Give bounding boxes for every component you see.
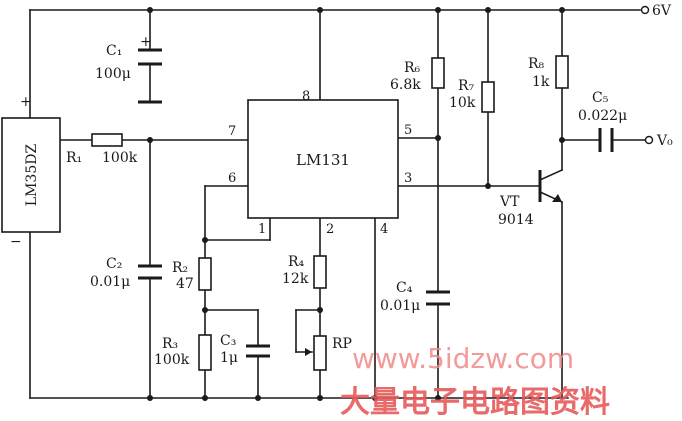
capacitor-c5: C₅ 0.022μ xyxy=(578,90,627,152)
junction-dots xyxy=(147,7,565,401)
r6-value: 6.8k xyxy=(390,77,421,93)
pin-4: 4 xyxy=(380,222,388,237)
resistor-r6: R₆ 6.8k xyxy=(390,57,445,93)
r2-value: 47 xyxy=(176,276,194,292)
r1-name: R₁ xyxy=(66,150,82,166)
r8-name: R₈ xyxy=(528,56,545,72)
capacitor-c3: C₃ 1μ xyxy=(220,333,270,366)
c3-value: 1μ xyxy=(220,350,238,366)
resistor-r4: R₄ 12k xyxy=(282,254,327,289)
resistor-r1: R₁ 100k xyxy=(66,133,138,166)
c4-name: C₄ xyxy=(396,280,413,296)
r3-value: 100k xyxy=(154,352,190,368)
pin-5: 5 xyxy=(404,123,412,138)
r7-name: R₇ xyxy=(458,78,475,94)
output-terminal: V₀ xyxy=(644,133,673,149)
c1-name: C₁ xyxy=(106,43,122,59)
pin-3: 3 xyxy=(404,171,412,186)
pin-6: 6 xyxy=(228,171,236,186)
c2-value: 0.01μ xyxy=(90,274,130,290)
resistor-r3: R₃ 100k xyxy=(154,334,212,371)
sensor-label: LM35DZ xyxy=(24,144,40,207)
capacitor-c2: C₂ 0.01μ xyxy=(90,256,162,290)
c1-polarity: + xyxy=(140,34,152,50)
supply-label: 6V xyxy=(652,3,672,19)
c5-name: C₅ xyxy=(592,90,609,106)
supply-terminal: 6V xyxy=(640,3,672,19)
c4-value: 0.01μ xyxy=(380,298,420,314)
c1-value: 100μ xyxy=(95,66,131,82)
ic-label: LM131 xyxy=(296,151,350,169)
lm35dz-sensor: LM35DZ + − xyxy=(1,94,61,250)
pin-2: 2 xyxy=(326,222,334,237)
rp-name: RP xyxy=(332,336,352,352)
r4-value: 12k xyxy=(282,271,309,287)
r2-name: R₂ xyxy=(172,260,188,276)
potentiometer-rp: RP xyxy=(305,335,352,371)
c2-name: C₂ xyxy=(106,256,122,272)
vt-name: VT xyxy=(499,194,520,210)
wires xyxy=(29,9,646,399)
c5-value: 0.022μ xyxy=(578,108,627,124)
watermark-url: www.5idzw.com xyxy=(352,342,574,375)
r4-name: R₄ xyxy=(288,254,305,270)
pin-8: 8 xyxy=(302,89,310,104)
vt-value: 9014 xyxy=(498,212,534,228)
r6-name: R₆ xyxy=(404,60,421,76)
resistor-r2: R₂ 47 xyxy=(172,257,212,292)
capacitor-c4: C₄ 0.01μ xyxy=(380,280,450,314)
c3-name: C₃ xyxy=(220,333,236,349)
resistor-r8: R₈ 1k xyxy=(528,55,569,90)
output-label: V₀ xyxy=(656,133,673,149)
transistor-vt: VT 9014 xyxy=(498,168,564,228)
watermark-text: 大量电子电路图资料 xyxy=(340,385,610,420)
r7-value: 10k xyxy=(449,95,476,111)
r1-value: 100k xyxy=(102,150,138,166)
capacitor-c1: + C₁ 100μ xyxy=(95,34,162,104)
lm131-ic: LM131 7 6 8 5 3 1 2 4 xyxy=(228,89,412,237)
resistor-r7: R₇ 10k xyxy=(449,78,495,113)
r8-value: 1k xyxy=(532,74,550,90)
sensor-plus: + xyxy=(20,94,32,110)
r3-name: R₃ xyxy=(162,336,178,352)
sensor-minus: − xyxy=(10,234,22,250)
pin-7: 7 xyxy=(228,124,236,139)
pin-1: 1 xyxy=(258,222,266,237)
watermark: www.5idzw.com 大量电子电路图资料 xyxy=(340,342,610,420)
